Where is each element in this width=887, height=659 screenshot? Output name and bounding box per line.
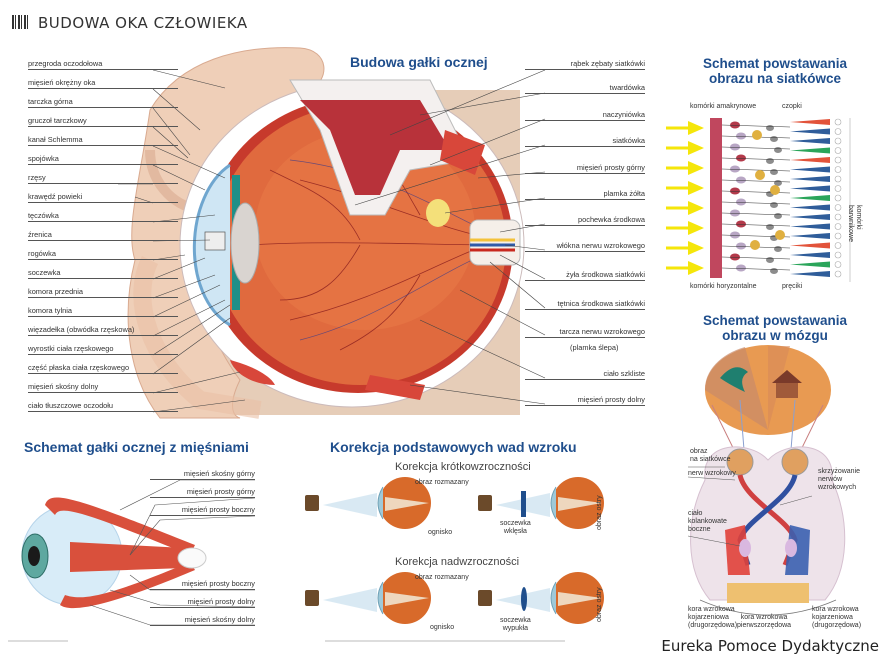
label: mięsień prosty boczny (150, 580, 255, 591)
myopia-focus: ognisko (428, 529, 453, 536)
barcode-icon (12, 15, 30, 29)
hyperopia-lens: soczewka wypukła (500, 617, 531, 633)
label: komora tylnia (28, 307, 178, 318)
fat-lower (133, 255, 262, 419)
label: ciało szkliste (525, 370, 645, 381)
hyperopia-blurred: obraz rozmazany (415, 574, 469, 581)
label: mięsień okrężny oka (28, 79, 178, 90)
label: pochewka środkowa (525, 216, 645, 227)
retina-title-line1: Schemat powstawania (702, 56, 848, 71)
correction-title: Korekcja podstawowych wad wzroku (330, 439, 577, 455)
label-amacrine: komórki amakrynowe (690, 103, 757, 110)
label-retina-image: obraz na siatkówce (690, 448, 731, 464)
label: mięsień skośny dolny (28, 383, 178, 394)
label: spojówka (28, 155, 178, 166)
label-note: (plamka ślepa) (570, 343, 619, 352)
label-cones: czopki (782, 103, 802, 110)
label-pigment: komórki barwnikowe (846, 205, 862, 242)
eyeball-title: Budowa gałki ocznej (350, 54, 488, 70)
label: twardówka (525, 84, 645, 95)
label: plamka żółta (525, 190, 645, 201)
lens (230, 202, 260, 284)
inferior-oblique (230, 360, 275, 385)
label-horizontal: komórki horyzontalne (690, 283, 757, 290)
label: rzęsy (28, 174, 178, 185)
label: rogówka (28, 250, 178, 261)
label: ciało tłuszczowe oczodołu (28, 402, 178, 413)
footer-credit-line (325, 640, 565, 642)
hyperopia-sharp: obraz ostry (596, 587, 603, 622)
label: część płaska ciała rzęskowego (28, 364, 178, 375)
label: włókna nerwu wzrokowego (525, 242, 645, 253)
label-assoc-right: kora wzrokowa kojarzeniowa (drugorzędowa… (812, 606, 862, 630)
label-lgn: ciało kolankowate boczne (688, 510, 727, 534)
label-chiasm: skrzyżowanie nerwów wzrokowych (818, 468, 861, 492)
watermark: Eureka Pomoce Dydaktyczne (659, 637, 881, 655)
retina-title-line2: obrazu na siatkówce (708, 71, 842, 87)
label: mięsień skośny górny (150, 470, 255, 481)
brain-title-line2: obrazu w mózgu (722, 328, 828, 344)
hyperopia-title: Korekcja nadwzroczności (395, 556, 520, 568)
retina-title: Schemat powstawania obrazu na siatkówce (675, 56, 875, 86)
myopia-sharp: obraz ostry (596, 495, 603, 530)
hyperopia-focus: ognisko (430, 624, 455, 631)
inferior-rectus (365, 375, 425, 400)
label: gruczoł tarczkowy (28, 117, 178, 128)
macula (426, 199, 450, 227)
superior-rectus (440, 130, 485, 175)
leader-lines-right (354, 69, 546, 405)
label: siatkówka (525, 137, 645, 148)
label: tęczówka (28, 212, 178, 223)
label: tarcza nerwu wzrokowego (525, 328, 645, 339)
label-optic-nerve: nerw wzrokowy (688, 470, 736, 477)
muscles-title: Schemat gałki ocznej z mięśniami (24, 439, 249, 455)
label: naczyniówka (525, 111, 645, 122)
myopia-blurred: obraz rozmazany (415, 479, 469, 486)
label: krawędź powieki (28, 193, 178, 204)
brain-title-line1: Schemat powstawania (702, 313, 848, 328)
footer-credit-left (8, 640, 68, 642)
label-primary: kora wzrokowa pierwszorzędowa (737, 614, 792, 630)
label: mięsień prosty dolny (525, 396, 645, 407)
label: mięsień prosty dolny (150, 598, 255, 609)
label: więzadełka (obwódka rzęskowa) (28, 326, 178, 337)
label: komora przednia (28, 288, 178, 299)
label: przegroda oczodołowa (28, 60, 178, 71)
label-assoc-left: kora wzrokowa kojarzeniowa (drugorzędowa… (688, 606, 738, 630)
label: mięsień prosty górny (525, 164, 645, 175)
label: mięsień skośny dolny (150, 616, 255, 627)
pupil (204, 231, 226, 251)
label: soczewka (28, 269, 178, 280)
label: wyrostki ciała rzęskowego (28, 345, 178, 356)
label: mięsień prosty górny (150, 488, 255, 499)
label: tętnica środkowa siatkówki (525, 300, 645, 311)
label: rąbek zębaty siatkówki (525, 60, 645, 71)
leader-lines-left (118, 69, 246, 413)
myopia-lens: soczewka wklęsła (500, 520, 531, 536)
poster-title: BUDOWA OKA CZŁOWIEKA (38, 14, 248, 32)
label: mięsień prosty boczny (150, 506, 255, 517)
label: źrenica (28, 231, 178, 242)
label: kanał Schlemma (28, 136, 178, 147)
label-rods: pręciki (782, 283, 803, 290)
label: żyła środkowa siatkówki (525, 271, 645, 282)
label: tarczka górna (28, 98, 178, 109)
brain-title: Schemat powstawania obrazu w mózgu (675, 313, 875, 343)
optic-nerve (469, 219, 521, 266)
myopia-title: Korekcja krótkowzroczności (395, 461, 531, 473)
